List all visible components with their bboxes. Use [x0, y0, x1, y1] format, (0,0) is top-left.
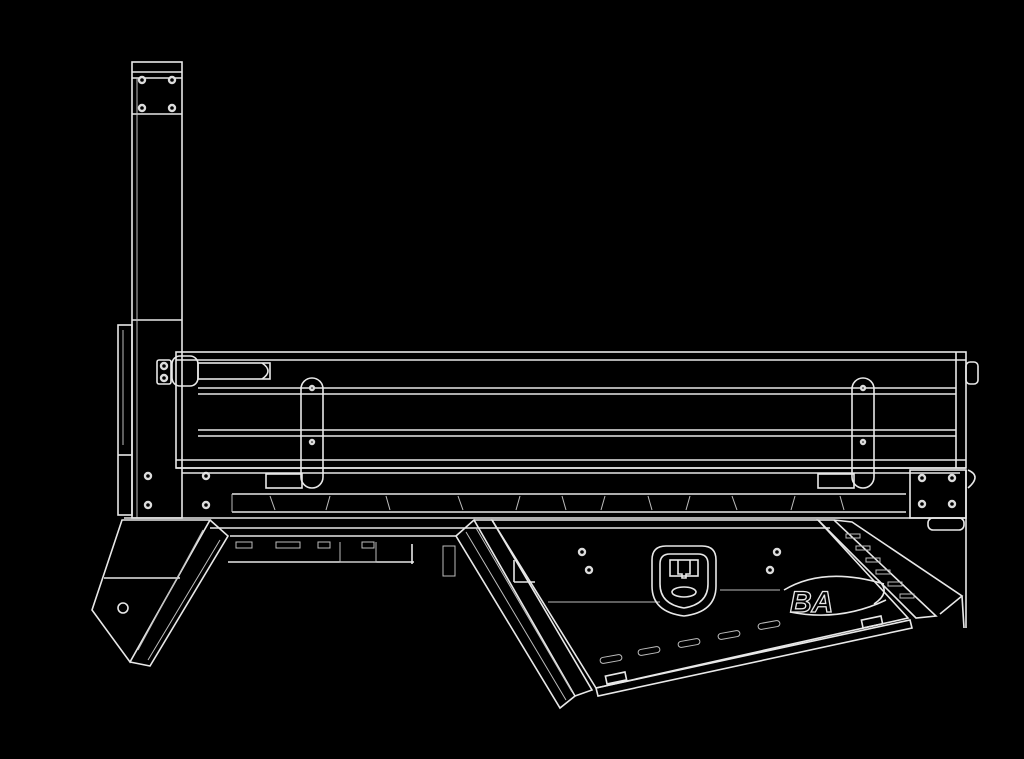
under-rail	[228, 535, 456, 577]
center-folding-bracket	[454, 518, 594, 710]
right-folding-bracket	[816, 519, 965, 629]
bolt-icon	[201, 471, 211, 481]
headboard-post	[117, 61, 211, 519]
logo-text: BA	[790, 586, 833, 619]
bolt-icon	[167, 103, 177, 113]
left-folding-bracket	[91, 519, 230, 667]
floor-frame	[124, 467, 967, 628]
side-rail	[175, 351, 979, 489]
t-handle-lock-icon	[651, 545, 717, 617]
bolt-icon	[137, 103, 147, 113]
brand-logo-icon: BA	[783, 575, 887, 620]
bolt-icon	[137, 75, 147, 85]
bolt-icon	[201, 500, 211, 510]
vent-slots	[599, 620, 781, 664]
bolt-icon	[143, 500, 153, 510]
side-latch	[156, 355, 271, 387]
bolt-icon	[143, 471, 153, 481]
floor-slats	[269, 495, 845, 511]
bolt-icon	[167, 75, 177, 85]
toolbox	[490, 519, 913, 697]
